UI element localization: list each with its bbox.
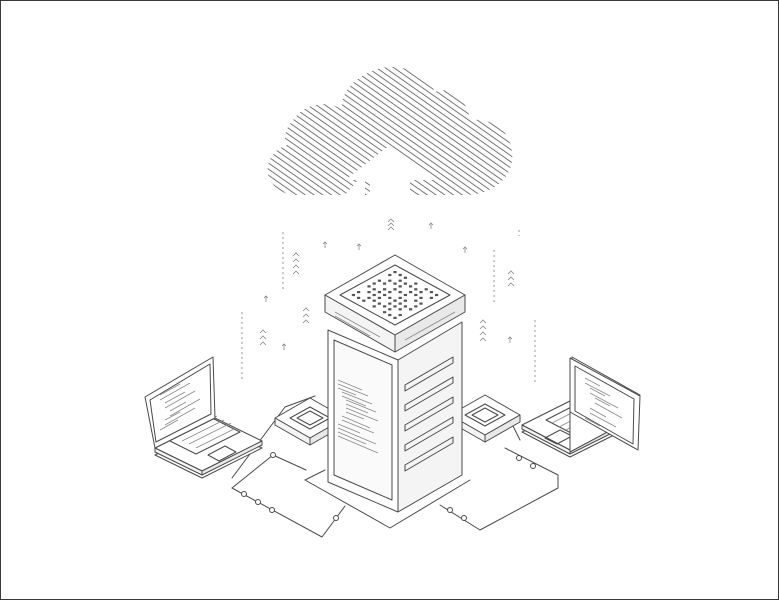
led-dot: [357, 296, 361, 299]
led-dot: [398, 308, 402, 311]
led-grid: [351, 271, 439, 319]
led-dot: [383, 311, 387, 314]
led-dot: [419, 302, 423, 305]
led-dot: [414, 299, 418, 302]
led-dot: [383, 282, 387, 285]
led-dot: [398, 279, 402, 282]
led-dot: [403, 299, 407, 302]
led-dot: [367, 291, 371, 294]
server-tower: [324, 254, 466, 513]
led-dot: [398, 273, 402, 277]
led-dot: [393, 299, 397, 302]
led-dot: [414, 282, 418, 285]
circuit-lines: [231, 395, 559, 538]
led-dot: [414, 293, 418, 297]
led-dot: [383, 288, 387, 291]
chevron-stack-icon: [259, 218, 515, 346]
led-dot: [372, 305, 376, 308]
led-dot: [388, 291, 392, 294]
led-dot: [393, 271, 397, 274]
led-dot: [388, 302, 392, 305]
led-dot: [409, 291, 413, 294]
led-dot: [398, 296, 402, 299]
led-dot: [377, 296, 381, 299]
led-dot: [393, 288, 397, 291]
led-dot: [372, 288, 376, 291]
led-dot: [393, 305, 397, 308]
led-dot: [403, 305, 407, 308]
led-dot: [372, 299, 376, 302]
led-dot: [367, 296, 371, 299]
led-dot: [419, 296, 423, 299]
led-dot: [429, 291, 433, 294]
led-dot: [393, 316, 397, 319]
led-dot: [403, 293, 407, 297]
cloud-upload-icon: [267, 66, 513, 196]
led-dot: [377, 279, 381, 282]
led-dot: [393, 282, 397, 285]
upload-arrows: [241, 218, 536, 382]
led-dot: [409, 308, 413, 311]
led-dot: [372, 282, 376, 285]
base-platform: [304, 469, 471, 529]
server-vents: [404, 356, 454, 472]
led-dot: [424, 288, 428, 291]
led-dot: [383, 305, 387, 308]
led-dot: [403, 276, 407, 279]
led-dot: [388, 313, 392, 317]
code-lines: [337, 379, 379, 454]
led-dot: [409, 285, 413, 288]
led-dot: [435, 293, 439, 297]
code-lines: [159, 382, 201, 431]
led-dot: [362, 299, 366, 302]
led-dot: [388, 308, 392, 311]
led-dot: [367, 285, 371, 288]
led-dot: [419, 291, 423, 294]
led-dot: [357, 291, 361, 294]
code-lines: [584, 377, 623, 428]
led-dot: [372, 293, 376, 297]
led-dot: [398, 291, 402, 294]
led-dot: [377, 302, 381, 305]
arrow-up-icon: [263, 222, 513, 350]
led-dot: [398, 313, 402, 317]
led-dot: [388, 279, 392, 282]
led-dot: [429, 296, 433, 299]
led-dot: [377, 291, 381, 294]
led-dot: [414, 305, 418, 308]
led-dot: [398, 285, 402, 288]
led-dot: [388, 296, 392, 299]
laptop-left: [144, 356, 263, 479]
led-dot: [403, 282, 407, 285]
upload-arrow-icon: [345, 145, 436, 196]
led-dot: [398, 302, 402, 305]
led-dot: [351, 293, 355, 297]
led-dot: [388, 273, 392, 277]
laptop-right: [521, 356, 641, 458]
led-dot: [414, 288, 418, 291]
led-dot: [383, 293, 387, 297]
